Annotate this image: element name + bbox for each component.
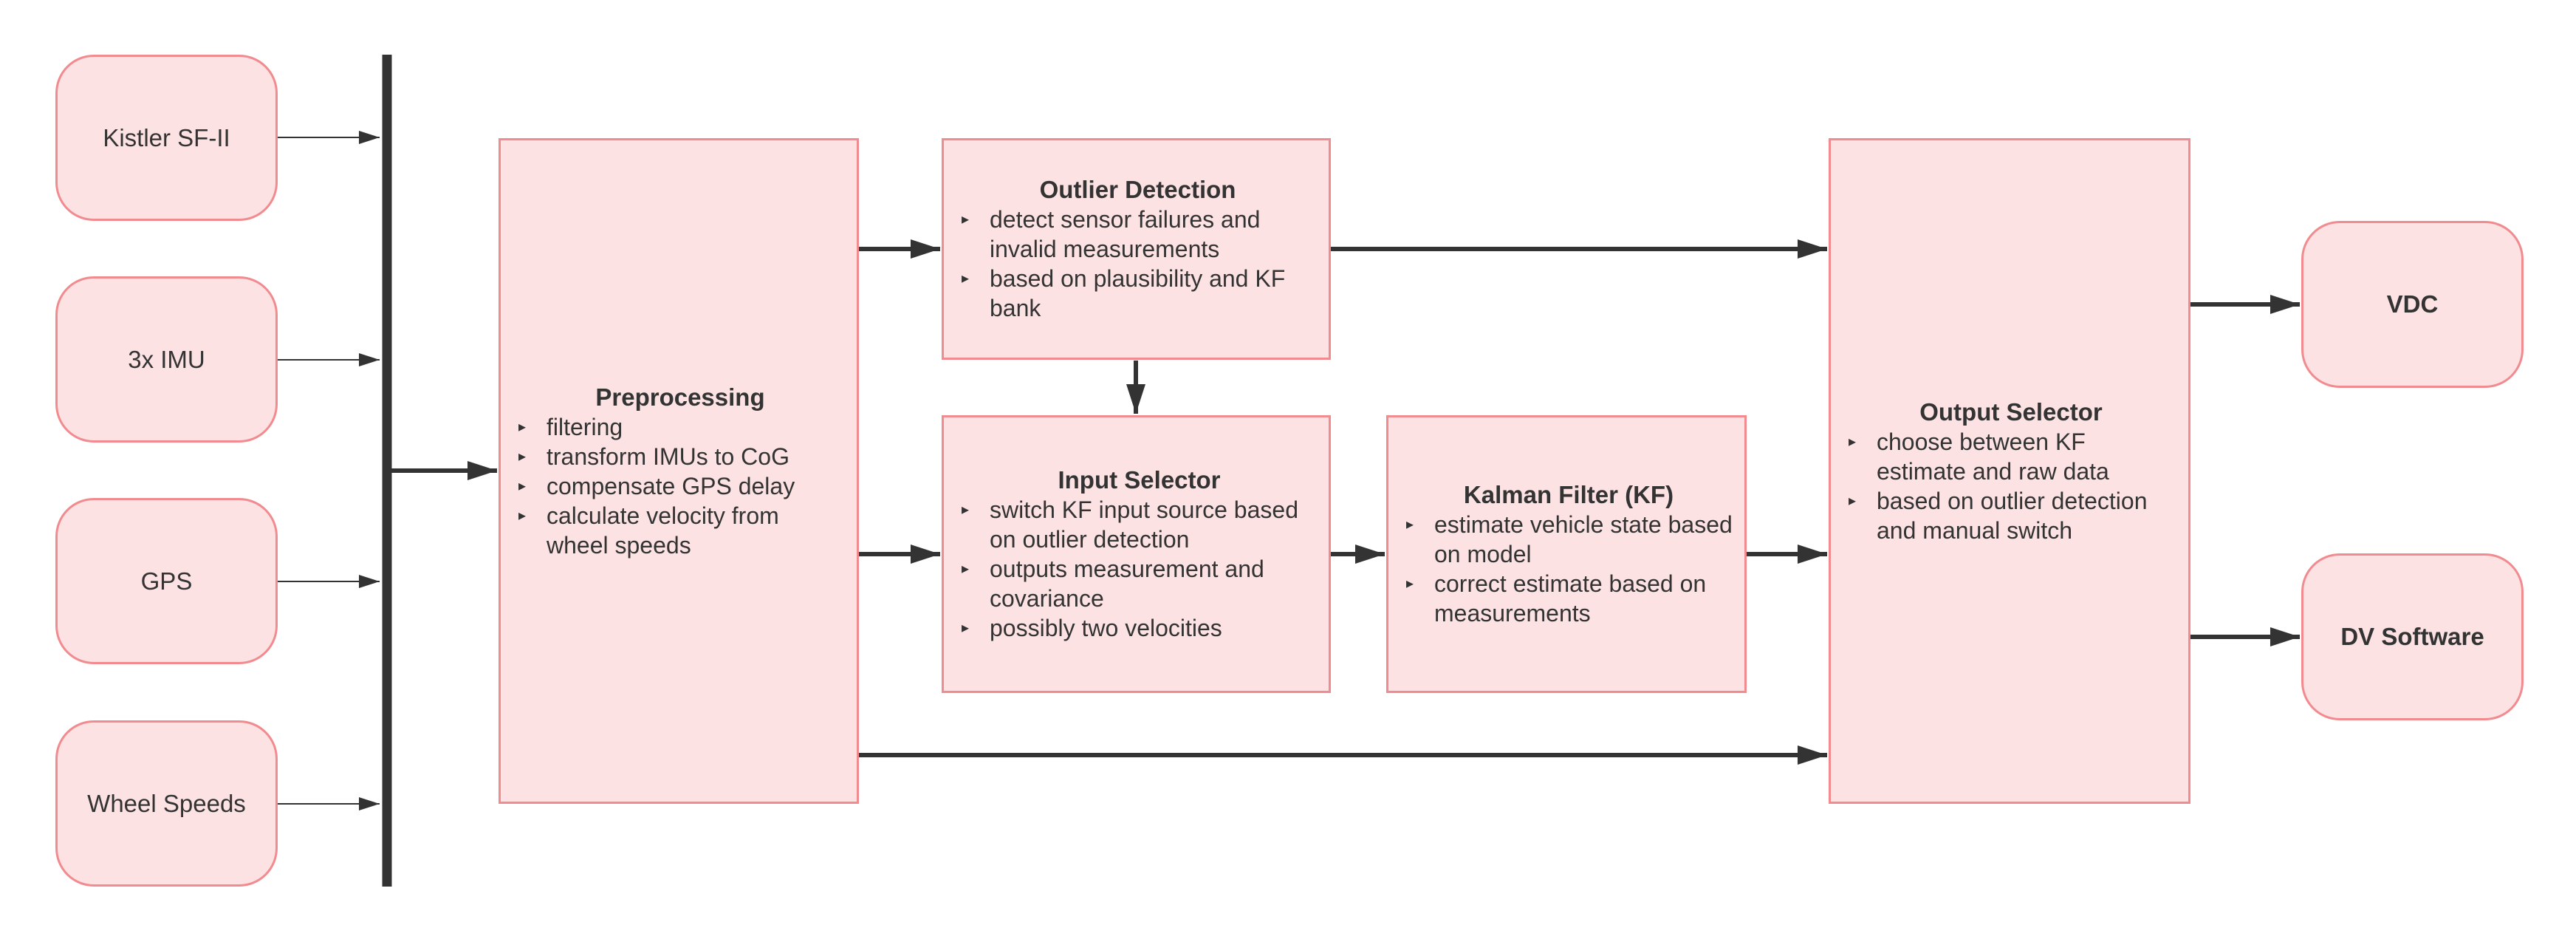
preprocessing-block: Preprocessing ▸ filtering ▸ transform IMUs… <box>499 138 859 804</box>
outlier-detection-block: Outlier Detection ▸ detect sensor failure… <box>942 138 1331 360</box>
input-label: Kistler SF-II <box>103 123 230 151</box>
block-item: ▸ detect sensor failures and invalid meas… <box>957 205 1318 264</box>
bullet-icon: ▸ <box>962 502 970 518</box>
block-item: ▸ possibly two velocities <box>957 613 1321 643</box>
output-label: VDC <box>2386 290 2439 318</box>
block-item-text: transform IMUs to CoG <box>547 443 789 470</box>
block-item-text: switch KF input source based on outlier … <box>990 496 1298 553</box>
block-item-text: correct estimate based on measurements <box>1434 570 1707 627</box>
input-selector-block: Input Selector ▸ switch KF input source b… <box>942 415 1331 693</box>
bullet-icon: ▸ <box>962 211 970 228</box>
block-item-list: ▸ choose between KF estimate and raw data… <box>1844 427 2178 545</box>
block-item: ▸ calculate velocity from wheel speeds <box>514 501 846 560</box>
bullet-icon: ▸ <box>1849 492 1857 509</box>
output-selector-block: Output Selector ▸ choose between KF estim… <box>1829 138 2190 804</box>
block-item-list: ▸ estimate vehicle state based on model ▸… <box>1402 510 1736 628</box>
block-item-list: ▸ detect sensor failures and invalid meas… <box>957 205 1318 323</box>
block-item-text: based on plausibility and KF bank <box>990 265 1286 321</box>
input-label: GPS <box>140 567 193 595</box>
input-node-wheel-speeds: Wheel Speeds <box>55 720 278 887</box>
block-item: ▸ filtering <box>514 412 846 442</box>
input-node-gps: GPS <box>55 498 278 664</box>
block-item: ▸ based on plausibility and KF bank <box>957 264 1318 323</box>
block-title: Input Selector <box>1058 466 1221 494</box>
block-item-text: based on outlier detection and manual sw… <box>1877 487 2148 544</box>
block-item-text: choose between KF estimate and raw data <box>1877 428 2109 485</box>
bullet-icon: ▸ <box>962 620 970 636</box>
bullet-icon: ▸ <box>1406 516 1414 533</box>
block-item-text: detect sensor failures and invalid measu… <box>990 206 1261 262</box>
block-item: ▸ switch KF input source based on outlier… <box>957 495 1321 554</box>
block-item-text: filtering <box>547 413 623 440</box>
bullet-icon: ▸ <box>518 507 527 524</box>
block-item-text: estimate vehicle state based on model <box>1434 511 1733 567</box>
input-node-kistler: Kistler SF-II <box>55 55 278 221</box>
output-label: DV Software <box>2340 623 2484 650</box>
bullet-icon: ▸ <box>518 448 527 465</box>
block-item: ▸ outputs measurement and covariance <box>957 554 1321 613</box>
kalman-filter-block: Kalman Filter (KF) ▸ estimate vehicle sta… <box>1386 415 1747 693</box>
block-item: ▸ transform IMUs to CoG <box>514 442 846 471</box>
block-item-text: calculate velocity from wheel speeds <box>547 502 779 559</box>
block-title: Output Selector <box>1919 397 2103 426</box>
block-item: ▸ correct estimate based on measurements <box>1402 569 1736 628</box>
input-label: Wheel Speeds <box>87 789 246 817</box>
output-node-vdc: VDC <box>2301 221 2524 388</box>
bullet-icon: ▸ <box>1406 576 1414 592</box>
input-node-imu: 3x IMU <box>55 276 278 443</box>
block-item-text: possibly two velocities <box>990 615 1222 641</box>
bullet-icon: ▸ <box>1849 433 1857 450</box>
block-item-text: compensate GPS delay <box>547 472 795 499</box>
block-item: ▸ based on outlier detection and manual s… <box>1844 486 2178 545</box>
block-item: ▸ compensate GPS delay <box>514 471 846 501</box>
block-title: Outlier Detection <box>1039 176 1236 203</box>
input-label: 3x IMU <box>128 345 205 373</box>
bullet-icon: ▸ <box>518 418 527 435</box>
block-item: ▸ estimate vehicle state based on model <box>1402 510 1736 569</box>
block-item: ▸ choose between KF estimate and raw data <box>1844 427 2178 486</box>
block-title: Preprocessing <box>595 383 765 411</box>
block-title: Kalman Filter (KF) <box>1463 481 1674 508</box>
output-node-dv-software: DV Software <box>2301 553 2524 720</box>
bullet-icon: ▸ <box>962 270 970 287</box>
block-item-list: ▸ filtering ▸ transform IMUs to CoG ▸ compe… <box>514 412 846 560</box>
block-item-text: outputs measurement and covariance <box>990 556 1264 612</box>
bullet-icon: ▸ <box>962 561 970 577</box>
block-item-list: ▸ switch KF input source based on outlier… <box>957 495 1321 643</box>
bullet-icon: ▸ <box>518 477 527 494</box>
